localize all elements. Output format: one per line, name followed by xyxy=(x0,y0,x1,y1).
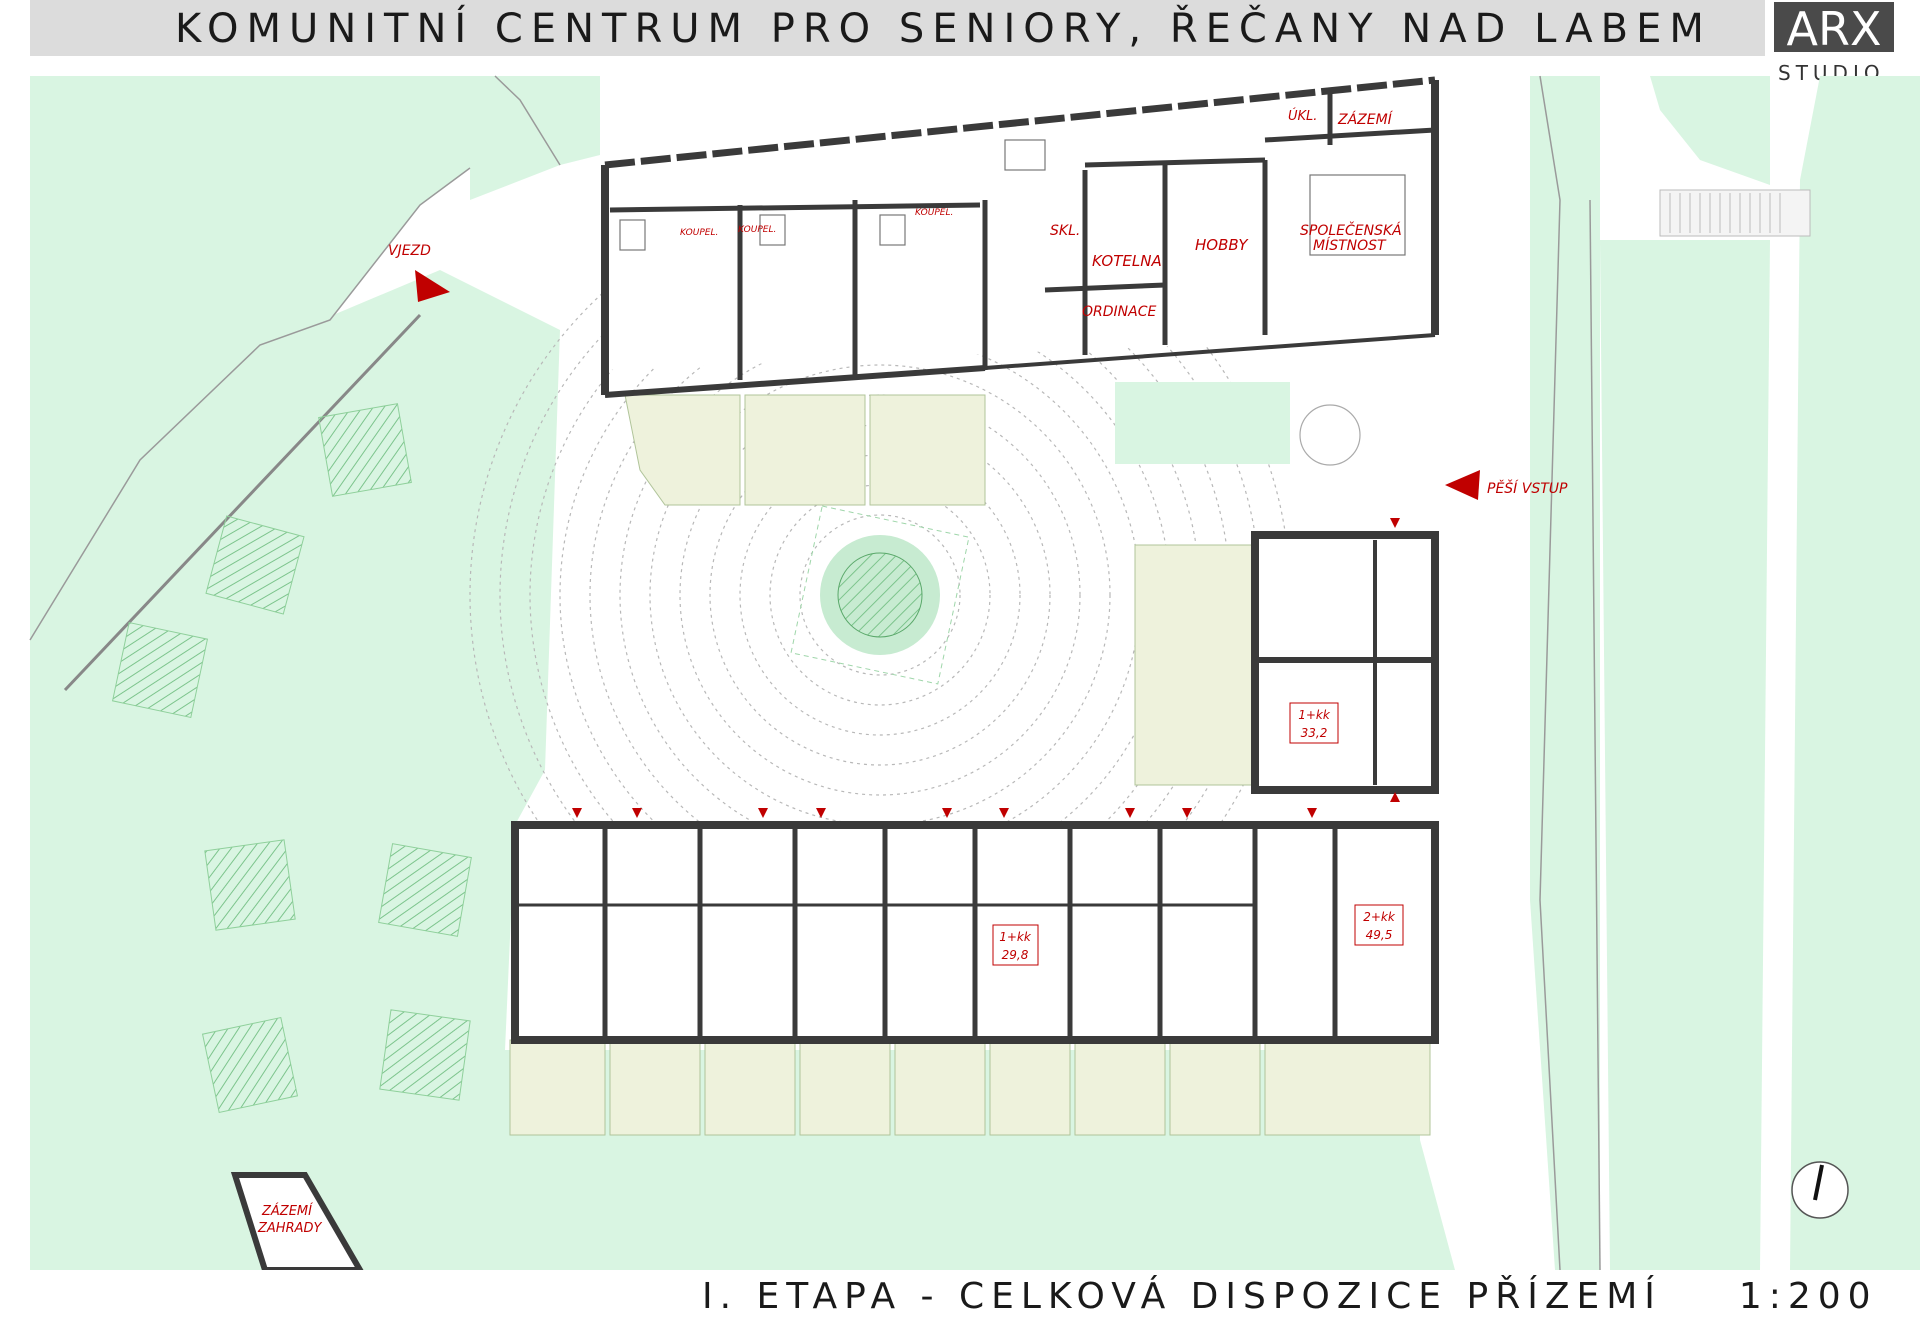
label-skl: SKL. xyxy=(1050,223,1080,239)
lawn-north xyxy=(470,76,600,200)
svg-text:1+kk: 1+kk xyxy=(1298,708,1331,722)
label-vjezd: VJEZD xyxy=(388,243,431,259)
vjezd-arrow xyxy=(415,270,450,302)
label-ordinace: ORDINACE xyxy=(1082,304,1156,320)
label-koupel-2: KOUPEL. xyxy=(738,225,776,235)
label-hobby: HOBBY xyxy=(1195,236,1249,254)
lawn-main-west xyxy=(30,270,1455,1270)
east-building xyxy=(1134,531,1439,794)
lawn-east-strip xyxy=(1530,76,1600,1270)
label-kotelna: KOTELNA xyxy=(1092,252,1162,270)
svg-text:ARX: ARX xyxy=(1787,2,1882,56)
unit-label-east: 1+kk 33,2 xyxy=(1289,702,1339,744)
drawing-title: KOMUNITNÍ CENTRUM PRO SENIORY, ŘEČANY NA… xyxy=(175,6,1712,52)
svg-text:29,8: 29,8 xyxy=(1002,948,1029,962)
label-pesi-vstup: PĚŠÍ VSTUP xyxy=(1487,479,1568,497)
svg-text:49,5: 49,5 xyxy=(1366,928,1393,942)
svg-text:2+kk: 2+kk xyxy=(1363,910,1396,924)
zebra-crossing xyxy=(1659,189,1811,237)
lawn-east-field xyxy=(1600,240,1770,1270)
north-arrow-icon xyxy=(1791,1161,1849,1219)
lawn-east-top xyxy=(1650,76,1770,185)
label-spolecenska-1: SPOLEČENSKÁ xyxy=(1300,221,1402,239)
drawing-caption: I. ETAPA - CELKOVÁ DISPOZICE PŘÍZEMÍ 1:2… xyxy=(702,1276,1878,1317)
label-ukl: ÚKL. xyxy=(1288,108,1317,124)
label-spolecenska-2: MÍSTNOST xyxy=(1313,237,1387,254)
courtyard-lawn xyxy=(1115,382,1290,464)
entry-arrows xyxy=(415,270,1480,818)
title-bar: KOMUNITNÍ CENTRUM PRO SENIORY, ŘEČANY NA… xyxy=(30,0,1765,56)
trees xyxy=(111,403,472,1114)
svg-text:1+kk: 1+kk xyxy=(999,930,1032,944)
lawn-far-east xyxy=(1790,76,1920,1270)
label-zazemi-zahrady-2: ZAHRADY xyxy=(257,1221,323,1236)
courtyard-circle xyxy=(1299,404,1361,466)
lawn-areas xyxy=(30,76,1920,1270)
central-fountain xyxy=(790,505,970,685)
scale-text: 1:200 xyxy=(1738,1276,1878,1317)
driveway xyxy=(29,75,1601,1270)
site-floor-plan: VJEZD PĚŠÍ VSTUP ÚKL. ZÁZEMÍ KOUPEL. KOU… xyxy=(29,75,1920,1270)
north-building xyxy=(601,76,1439,398)
unit-label-large: 2+kk 49,5 xyxy=(1354,904,1404,946)
unit-label-south: 1+kk 29,8 xyxy=(992,924,1039,966)
label-zazemi-zahrady-1: ZÁZEMÍ xyxy=(261,1203,313,1219)
lawn-west xyxy=(30,76,470,870)
svg-text:33,2: 33,2 xyxy=(1301,726,1328,740)
garden-storage xyxy=(230,1172,364,1270)
label-koupel-1: KOUPEL. xyxy=(680,228,718,238)
pesi-vstup-arrow xyxy=(1445,470,1480,500)
caption-text: I. ETAPA - CELKOVÁ DISPOZICE PŘÍZEMÍ xyxy=(702,1276,1662,1317)
north-terraces xyxy=(624,394,986,506)
label-koupel-3: KOUPEL. xyxy=(915,208,953,218)
south-building xyxy=(509,821,1439,1136)
label-zazemi: ZÁZEMÍ xyxy=(1337,111,1394,128)
